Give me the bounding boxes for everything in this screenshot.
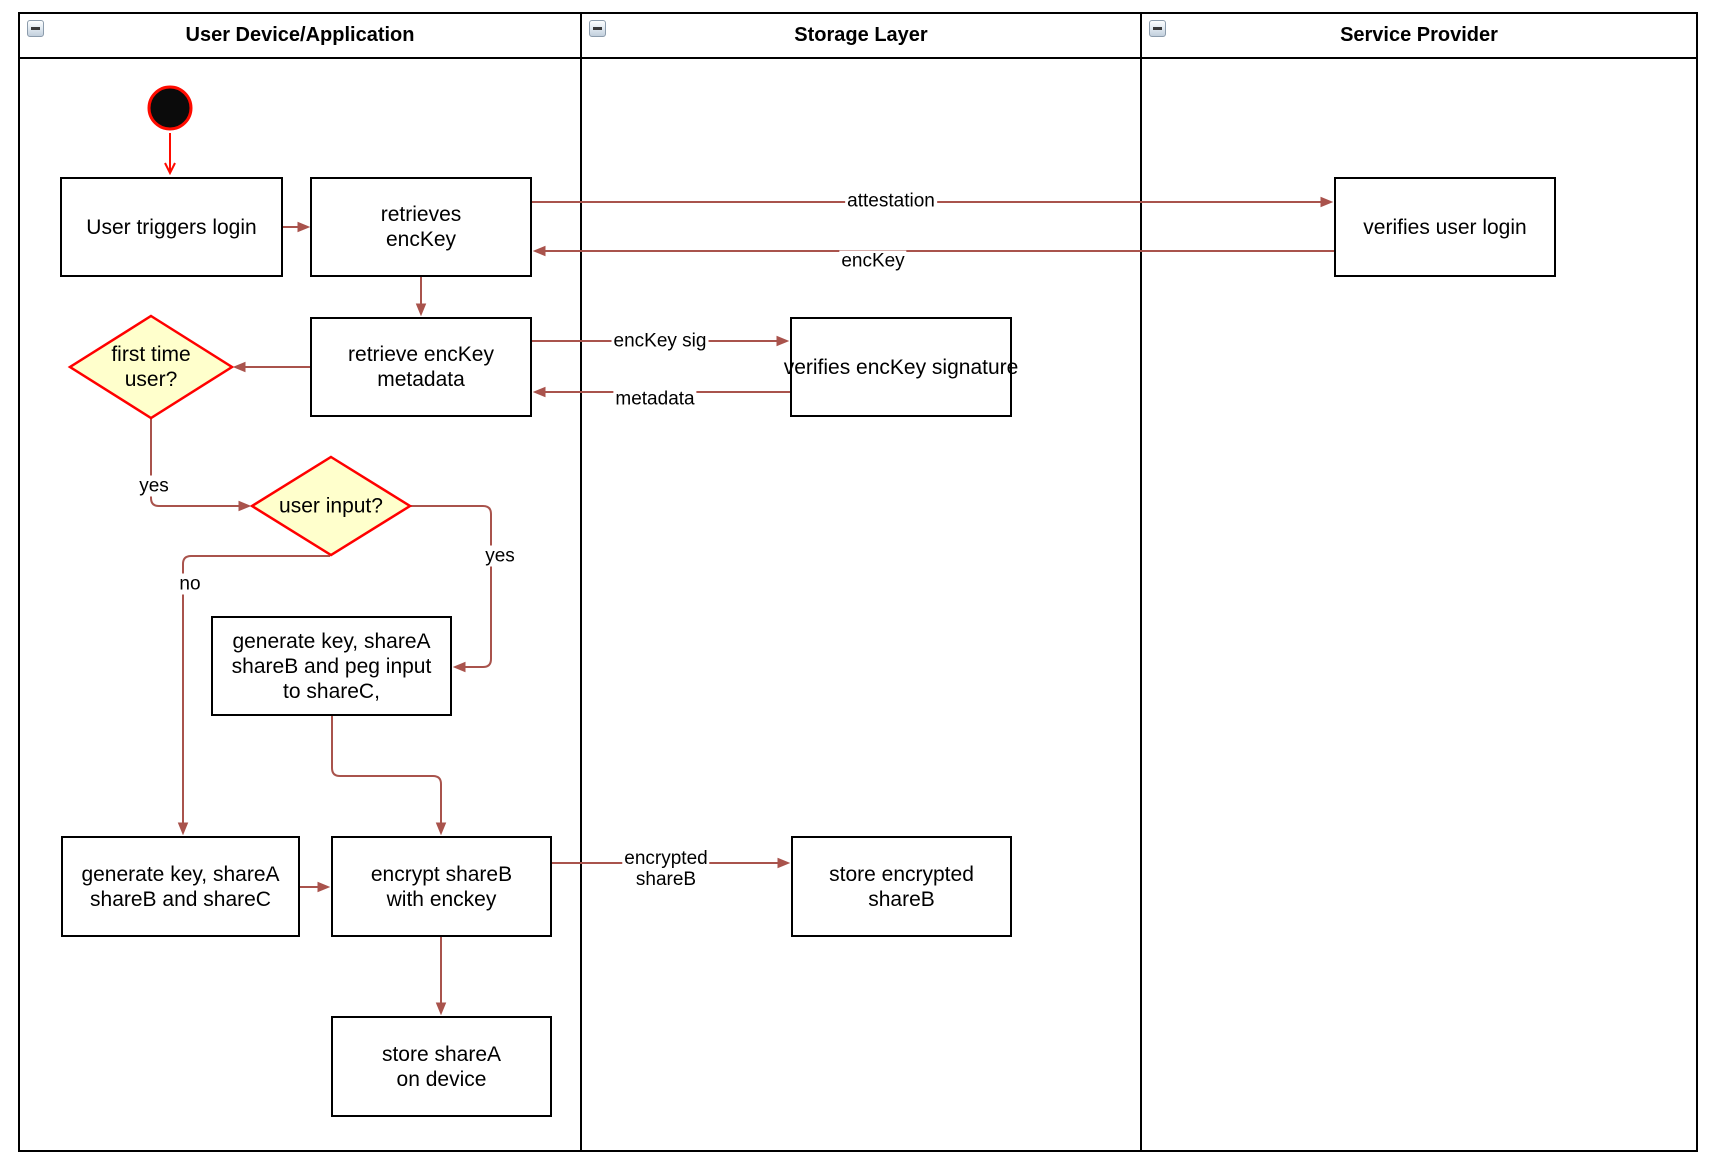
collapse-minus-icon[interactable] bbox=[27, 20, 44, 37]
node-label: store encrypted shareB bbox=[829, 862, 974, 911]
edge-userinput-no bbox=[183, 555, 330, 833]
lane-header-service-provider: Service Provider bbox=[1142, 14, 1696, 59]
node-label: verifies user login bbox=[1363, 215, 1527, 239]
lane-storage-layer: Storage Layer bbox=[580, 14, 1140, 1150]
edge-label-yes-first-time: yes bbox=[137, 475, 171, 497]
swimlane-pool: User Device/Application Storage Layer Se… bbox=[18, 12, 1698, 1152]
decision-label-user-input: user input? bbox=[279, 494, 383, 518]
node-user-triggers-login[interactable]: User triggers login bbox=[60, 177, 283, 277]
node-encrypt-shareb[interactable]: encrypt shareB with enckey bbox=[331, 836, 552, 937]
edge-label-encrypted-shareb: encrypted shareB bbox=[622, 848, 710, 890]
node-retrieve-enckey-metadata[interactable]: retrieve encKey metadata bbox=[310, 317, 532, 417]
edge-label-enckey-sig: encKey sig bbox=[611, 330, 709, 352]
edge-label-attestation: attestation bbox=[845, 190, 937, 212]
edge-peg-to-encrypt bbox=[331, 716, 441, 833]
lane-header-storage-layer: Storage Layer bbox=[582, 14, 1140, 59]
decision-user-input[interactable] bbox=[249, 455, 413, 557]
lane-header-user-device: User Device/Application bbox=[20, 14, 580, 59]
node-label: generate key, shareA shareB and shareC bbox=[81, 862, 280, 911]
node-store-sharea[interactable]: store shareA on device bbox=[331, 1016, 552, 1117]
edge-label-metadata: metadata bbox=[613, 388, 697, 410]
edge-userinput-yes bbox=[410, 505, 492, 667]
lane-title: Storage Layer bbox=[794, 24, 928, 46]
node-label: retrieves encKey bbox=[380, 203, 462, 251]
node-verifies-user-login[interactable]: verifies user login bbox=[1334, 177, 1556, 277]
start-node[interactable] bbox=[147, 85, 193, 131]
lane-user-device: User Device/Application bbox=[20, 14, 580, 1150]
decision-label-first-time-user: first time user? bbox=[111, 343, 191, 391]
edge-label-enckey: encKey bbox=[839, 250, 907, 272]
node-label: verifies encKey signature bbox=[783, 355, 1019, 379]
node-generate-key-abc[interactable]: generate key, shareA shareB and shareC bbox=[61, 836, 300, 937]
edge-label-no-user-input: no bbox=[177, 573, 203, 595]
lane-title: Service Provider bbox=[1340, 24, 1498, 46]
collapse-minus-icon[interactable] bbox=[589, 20, 606, 37]
decision-first-time-user[interactable] bbox=[67, 314, 235, 420]
node-generate-key-peg[interactable]: generate key, shareA shareB and peg inpu… bbox=[211, 616, 452, 716]
edge-firsttime-yes bbox=[150, 418, 249, 506]
node-label: retrieve encKey metadata bbox=[348, 343, 494, 391]
collapse-minus-icon[interactable] bbox=[1149, 20, 1166, 37]
node-store-encrypted-shareb[interactable]: store encrypted shareB bbox=[791, 836, 1012, 937]
lane-title: User Device/Application bbox=[185, 24, 415, 46]
edge-label-yes-user-input: yes bbox=[483, 545, 517, 567]
node-label: User triggers login bbox=[86, 215, 257, 239]
node-retrieves-enckey[interactable]: retrieves encKey bbox=[310, 177, 532, 277]
node-label: store shareA on device bbox=[381, 1042, 502, 1091]
node-label: encrypt shareB with enckey bbox=[370, 862, 513, 911]
node-label: generate key, shareA shareB and peg inpu… bbox=[231, 629, 432, 703]
lane-service-provider: Service Provider bbox=[1140, 14, 1696, 1150]
node-verifies-enckey-signature[interactable]: verifies encKey signature bbox=[784, 317, 1018, 417]
